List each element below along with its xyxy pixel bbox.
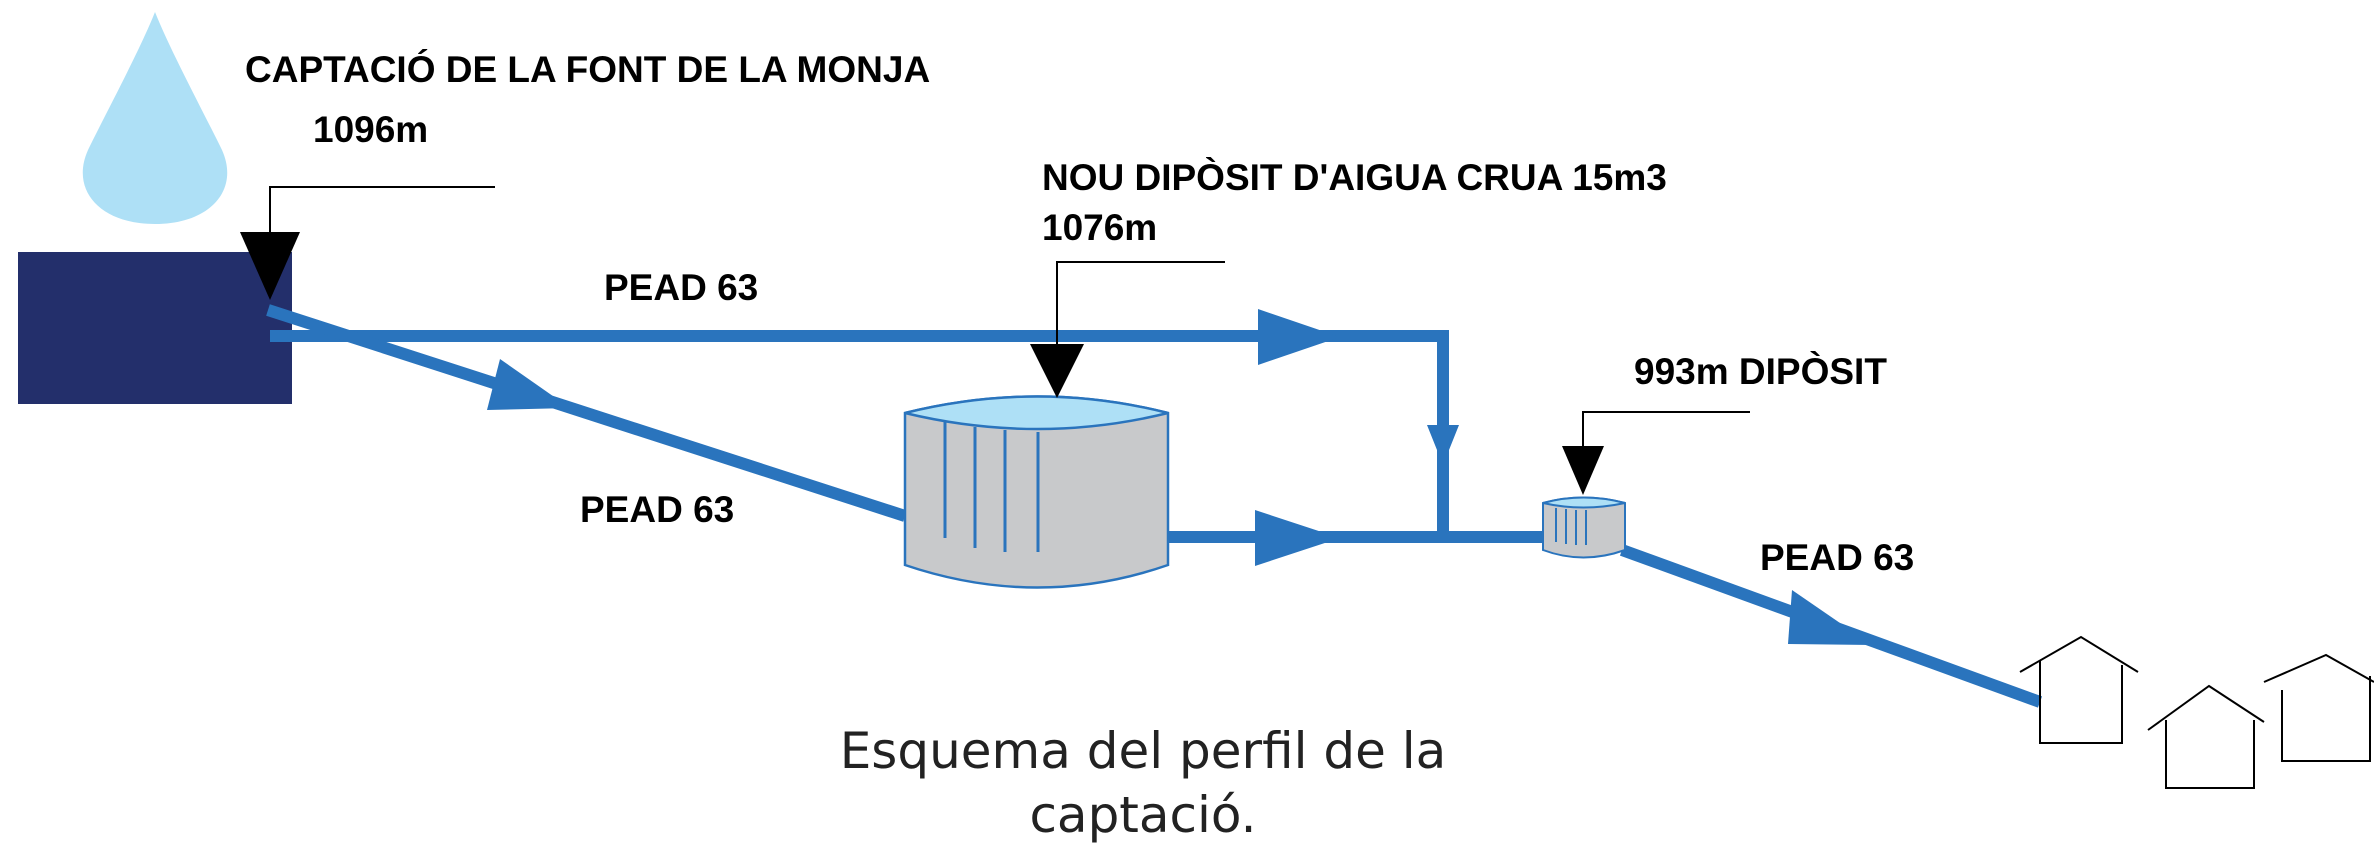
new-tank-altitude-label: 1076m [1042, 207, 1157, 248]
houses [2019, 635, 2374, 789]
flow-arrow-top [1258, 309, 1340, 365]
source-altitude-label: 1096m [313, 109, 428, 150]
new-raw-water-tank [903, 395, 1170, 589]
source-name-label: CAPTACIÓ DE LA FONT DE LA MONJA [245, 48, 930, 90]
pipe-left-label: PEAD 63 [580, 489, 734, 530]
small-tank-label: 993m DIPÒSIT [1634, 350, 1887, 392]
water-drop-icon [82, 12, 228, 224]
pipe-right-label: PEAD 63 [1760, 537, 1914, 578]
house-icon [2019, 635, 2139, 744]
leader-markers [240, 186, 1750, 495]
marker-arrow-source [240, 232, 300, 300]
leader-line-source [269, 186, 495, 238]
house-icon [2147, 684, 2265, 789]
leader-line-new-tank [1056, 261, 1225, 348]
flow-arrow-outlet [1255, 510, 1340, 566]
house-icon [2263, 653, 2374, 762]
flow-arrow-downhill [1788, 590, 1872, 645]
source-catchment-block [18, 252, 292, 404]
flow-arrow-vertical [1427, 425, 1459, 465]
caption-line-2: captació. [1029, 786, 1256, 844]
marker-arrow-new-tank [1030, 344, 1084, 398]
marker-arrow-small-tank [1562, 446, 1604, 495]
new-tank-name-label: NOU DIPÒSIT D'AIGUA CRUA 15m3 [1042, 156, 1667, 198]
pipe-source-to-tank [266, 304, 907, 522]
small-deposit-tank [1542, 496, 1626, 559]
leader-line-small-tank [1582, 411, 1750, 448]
pipe-top-label: PEAD 63 [604, 267, 758, 308]
caption-line-1: Esquema del perfil de la [840, 722, 1447, 780]
flow-arrow-diagonal [487, 359, 570, 410]
flow-arrows [487, 309, 1872, 645]
